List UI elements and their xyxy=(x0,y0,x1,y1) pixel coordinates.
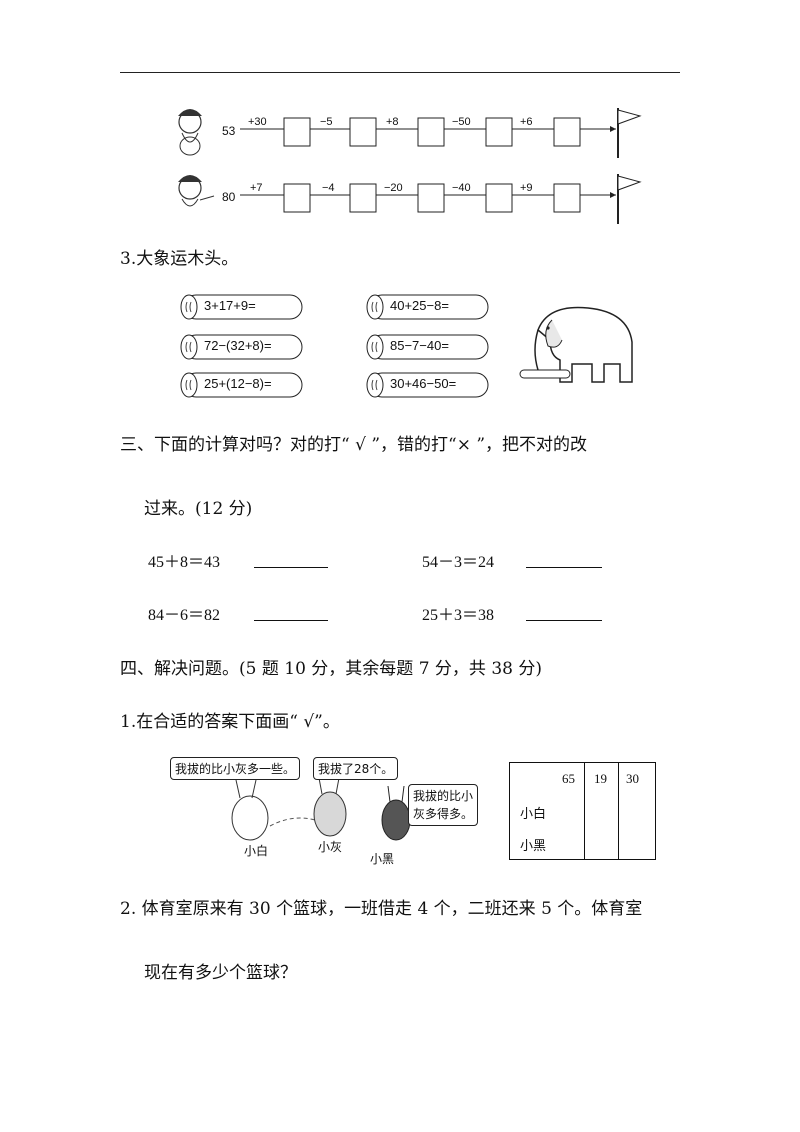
section3-title: 3.大象运木头。 xyxy=(120,249,239,269)
calc-item-4: 25＋3＝38 xyxy=(422,607,495,624)
chain-op: +30 xyxy=(248,116,267,128)
log-2: 40+25−8= xyxy=(364,294,490,320)
log-shape xyxy=(180,294,303,320)
table-header: 30 xyxy=(626,771,639,786)
chain-op: +9 xyxy=(520,182,533,194)
chain-op: −20 xyxy=(384,182,403,194)
calc-item-3: 84－6＝82 xyxy=(148,607,221,624)
log-3: 72−(32+8)= xyxy=(178,334,304,360)
top-rule xyxy=(120,72,680,73)
rabbits-illustration xyxy=(231,778,411,841)
chain-op: +8 xyxy=(386,116,399,128)
question-1: 1.在合适的答案下面画“ √”。 xyxy=(120,712,340,732)
table-divider xyxy=(584,763,585,859)
chain-arrows-1 xyxy=(240,108,642,158)
part3-title: 三、下面的计算对吗？对的打“ √ ”，错的打“× ”，把不对的改 xyxy=(120,435,588,455)
chain-op: +6 xyxy=(520,116,533,128)
chain-op: −40 xyxy=(452,182,471,194)
question-2: 2. 体育室原来有 30 个篮球，一班借走 4 个，二班还来 5 个。体育室 xyxy=(120,899,643,919)
chain-op: −5 xyxy=(320,116,333,128)
calc-item-1: 45＋8＝43 xyxy=(148,554,221,571)
number-chain-1: 53 +30 −5 +8 −50 +6 xyxy=(160,100,680,160)
log-expression: 25+(12−8)= xyxy=(204,376,272,391)
log-expression: 40+25−8= xyxy=(390,298,449,313)
log-expression: 72−(32+8)= xyxy=(204,338,272,353)
speech-bubble-xiaohui: 我拔了28个。 xyxy=(313,757,399,780)
chain-start: 80 xyxy=(222,190,236,204)
name-xiaohei: 小黑 xyxy=(370,852,395,866)
answer-table: 65 19 30 小白 小黑 xyxy=(509,762,656,860)
calc-item-2: 54－3＝24 xyxy=(422,554,495,571)
question-2-cont: 现在有多少个篮球？ xyxy=(144,963,297,983)
bubble-line: 我拔的比小 xyxy=(413,789,474,803)
chain-arrows-2 xyxy=(240,174,642,224)
log-expression: 85−7−40= xyxy=(390,338,449,353)
elephant-illustration xyxy=(519,306,633,383)
answer-blank[interactable] xyxy=(254,620,328,621)
log-4: 85−7−40= xyxy=(364,334,490,360)
table-header: 19 xyxy=(594,771,607,786)
part4-title: 四、解决问题。(5 题 10 分，其余每题 7 分，共 38 分) xyxy=(120,659,542,679)
log-6: 30+46−50= xyxy=(364,372,490,398)
name-xiaobai: 小白 xyxy=(244,844,269,858)
log-shape xyxy=(366,294,489,320)
log-shape xyxy=(180,372,303,398)
table-row-label: 小黑 xyxy=(520,838,547,853)
log-5: 25+(12−8)= xyxy=(178,372,304,398)
table-divider xyxy=(618,763,619,859)
number-chain-2: 80 +7 −4 −20 −40 +9 xyxy=(160,166,680,226)
table-header: 65 xyxy=(562,771,575,786)
log-shape xyxy=(366,334,489,360)
girl-illustration-1 xyxy=(178,109,202,156)
answer-blank[interactable] xyxy=(526,567,602,568)
answer-blank[interactable] xyxy=(526,620,602,621)
speech-bubble-xiaobai: 我拔的比小灰多一些。 xyxy=(170,757,301,780)
bubble-line: 灰多得多。 xyxy=(413,807,474,821)
chain-start: 53 xyxy=(222,124,236,138)
speech-bubble-xiaohei: 我拔的比小 灰多得多。 xyxy=(408,784,479,826)
part3-title-cont: 过来。(12 分) xyxy=(144,499,253,519)
chain-op: +7 xyxy=(250,182,263,194)
log-expression: 30+46−50= xyxy=(390,376,457,391)
table-row-label: 小白 xyxy=(520,806,547,821)
girl-illustration-2 xyxy=(178,175,215,207)
log-1: 3+17+9= xyxy=(178,294,304,320)
chain-op: −50 xyxy=(452,116,471,128)
log-shape xyxy=(366,372,489,398)
answer-blank[interactable] xyxy=(254,567,328,568)
log-shape xyxy=(180,334,303,360)
name-xiaohui: 小灰 xyxy=(318,840,343,854)
chain-op: −4 xyxy=(322,182,335,194)
log-expression: 3+17+9= xyxy=(204,298,256,313)
